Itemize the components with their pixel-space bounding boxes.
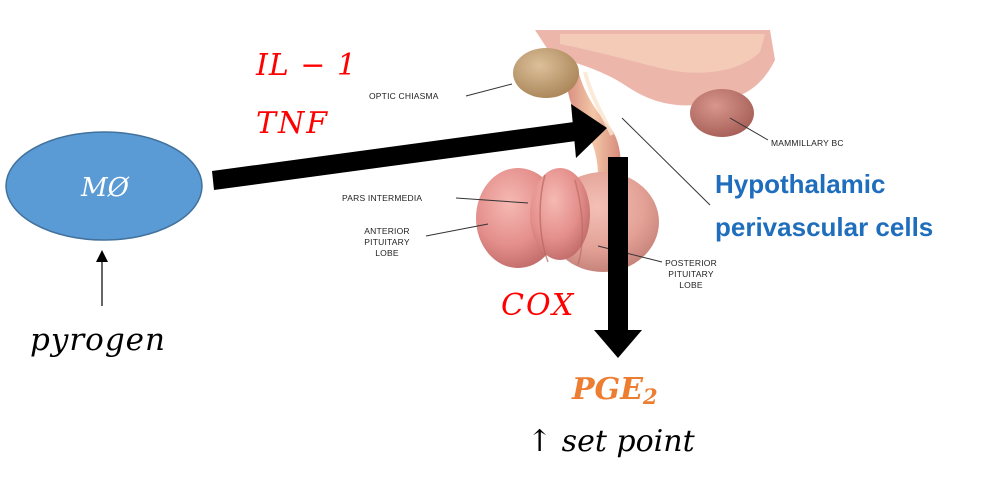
hypothalamic-cells-line2: perivascular cells	[715, 212, 934, 242]
posterior-lobe-line3: LOBE	[679, 280, 703, 290]
cytokine-il1-label: IL − 1	[256, 48, 358, 83]
pyrogen-label: pyrogen	[30, 322, 166, 358]
posterior-lobe-label: POSTERIOR PITUITARY LOBE	[663, 258, 719, 291]
pyrogen-arrow	[96, 250, 108, 306]
anterior-lobe-line2: PITUITARY	[364, 237, 410, 247]
hypothalamus-fold	[560, 34, 765, 73]
cytokine-arrow	[212, 104, 607, 190]
cox-arrow	[594, 157, 642, 358]
pituitary-illustration	[476, 30, 775, 272]
pge2-subscript: 2	[643, 384, 658, 409]
anterior-lobe-label: ANTERIOR PITUITARY LOBE	[359, 226, 415, 259]
leader-mammillary	[729, 117, 769, 141]
mammillary-body-label: MAMMILLARY BC	[771, 138, 844, 148]
mammillary-body-shape	[690, 89, 754, 137]
anterior-lobe-line3: LOBE	[375, 248, 399, 258]
cox-label: COX	[501, 288, 576, 323]
leader-pars-intermedia	[455, 197, 529, 204]
leader-optic-chiasma	[465, 83, 513, 97]
leader-lines	[425, 83, 769, 263]
optic-chiasma-shape	[513, 48, 579, 98]
lobe-crease	[539, 174, 549, 263]
macrophage-ellipse	[5, 131, 203, 241]
hypothalamic-cells-line1: Hypothalamic	[715, 169, 886, 199]
pars-intermedia-label: PARS INTERMEDIA	[342, 193, 423, 203]
leader-hypothalamic-cells	[621, 117, 711, 206]
hypothalamic-cells-label: Hypothalamic perivascular cells	[715, 163, 933, 249]
leader-anterior-lobe	[425, 223, 489, 237]
pars-intermedia-shape	[530, 168, 590, 260]
set-point-label: ↑ set point	[527, 424, 695, 459]
pge2-base: PGE	[572, 372, 644, 407]
posterior-lobe-line1: POSTERIOR	[665, 258, 717, 268]
posterior-lobe-line2: PITUITARY	[668, 269, 714, 279]
stalk-highlight	[583, 71, 614, 136]
anterior-lobe-line1: ANTERIOR	[364, 226, 410, 236]
pge2-label: PGE2	[572, 372, 658, 409]
cytokine-tnf-label: TNF	[256, 106, 330, 141]
macrophage-label: MØ	[81, 173, 129, 203]
lobe-crease-2	[574, 179, 584, 266]
optic-chiasma-label: OPTIC CHIASMA	[369, 91, 439, 101]
